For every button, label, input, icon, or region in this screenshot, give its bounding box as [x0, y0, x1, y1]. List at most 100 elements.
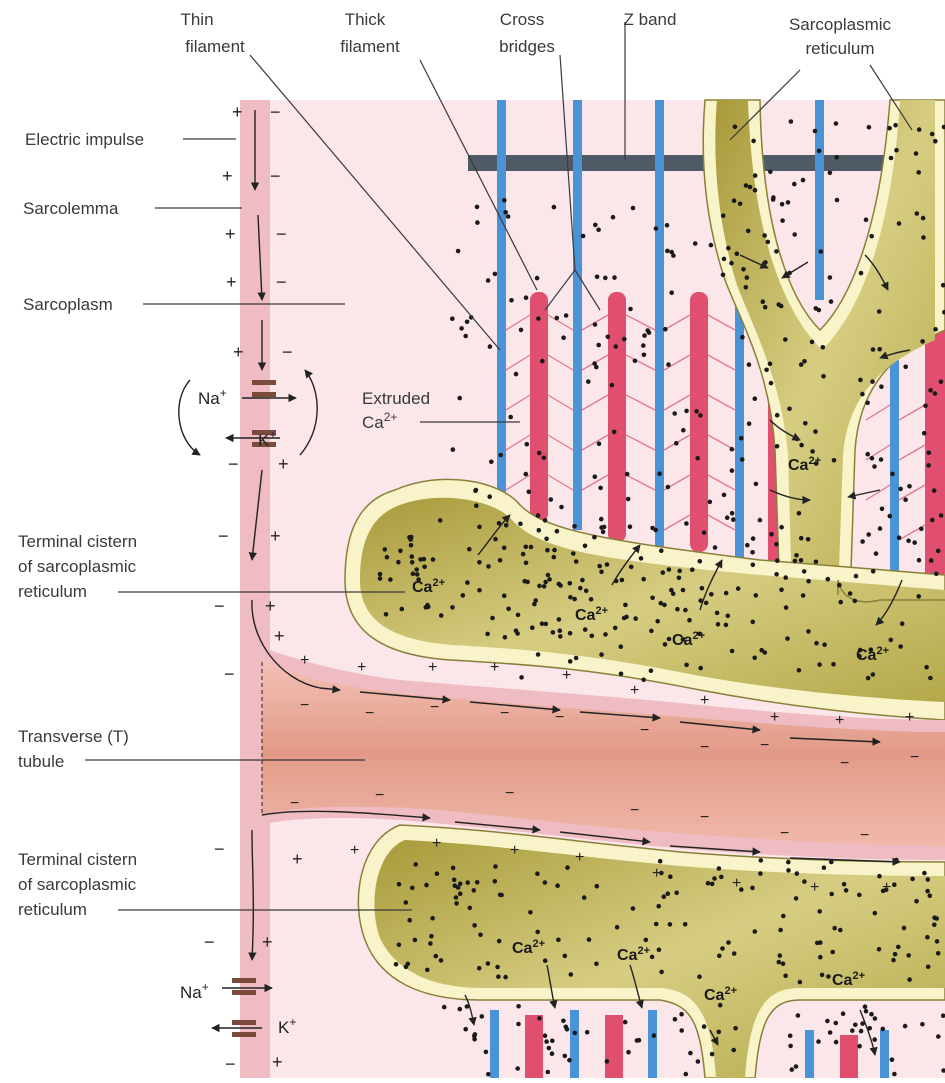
calcium-dot [775, 558, 780, 563]
calcium-dot [872, 1037, 877, 1042]
calcium-dot [890, 1057, 895, 1062]
calcium-dot [932, 923, 937, 928]
calcium-dot [473, 1032, 478, 1037]
calcium-dot [877, 874, 882, 879]
calcium-dot [813, 129, 818, 134]
calcium-dot [759, 858, 764, 863]
calcium-dot [748, 185, 753, 190]
calcium-dot [524, 472, 529, 477]
calcium-dot [662, 894, 667, 899]
calcium-dot [914, 151, 919, 156]
calcium-dot [454, 895, 459, 900]
calcium-dot [708, 500, 713, 505]
svg-text:+: + [562, 667, 571, 684]
calcium-dot [583, 544, 588, 549]
label-na-lower: Na+ [180, 980, 209, 1002]
calcium-dot [936, 1034, 941, 1039]
calcium-dot [625, 472, 630, 477]
svg-text:+: + [732, 875, 741, 892]
calcium-dot [866, 532, 871, 537]
calcium-dot [668, 874, 673, 879]
calcium-dot [894, 148, 899, 153]
calcium-dot [485, 632, 490, 637]
calcium-dot [431, 557, 436, 562]
label-sarcoplasmic-reticulum: Sarcoplasmic [789, 15, 892, 34]
calcium-dot [596, 228, 601, 233]
calcium-dot [853, 599, 858, 604]
svg-text:+: + [262, 932, 273, 952]
calcium-dot [396, 560, 401, 565]
calcium-dot [568, 595, 573, 600]
calcium-dot [758, 871, 763, 876]
calcium-dot [897, 221, 902, 226]
calcium-dot [568, 659, 573, 664]
svg-text:−: − [276, 224, 287, 244]
calcium-dot [751, 563, 756, 568]
calcium-dot [519, 675, 524, 680]
calcium-dot [558, 583, 563, 588]
calcium-dot [866, 676, 871, 681]
calcium-dot [816, 1039, 821, 1044]
calcium-dot [677, 569, 682, 574]
calcium-dot [475, 880, 480, 885]
calcium-dot [775, 413, 780, 418]
calcium-dot [542, 456, 547, 461]
svg-text:−: − [430, 699, 439, 716]
calcium-dot [410, 554, 415, 559]
calcium-dot [486, 564, 491, 569]
calcium-dot [592, 361, 597, 366]
calcium-dot [753, 929, 758, 934]
calcium-dot [721, 273, 726, 278]
calcium-dot [859, 271, 864, 276]
calcium-dot [581, 234, 586, 239]
calcium-dot [400, 607, 405, 612]
calcium-dot [898, 644, 903, 649]
calcium-dot [571, 551, 576, 556]
calcium-dot [450, 605, 455, 610]
calcium-dot [710, 1052, 715, 1057]
calcium-dot [473, 489, 478, 494]
calcium-dot [910, 877, 915, 882]
calcium-dot [732, 198, 737, 203]
calcium-dot [544, 622, 549, 627]
calcium-dot [628, 307, 633, 312]
calcium-dot [543, 880, 548, 885]
label-t-tubule-1: Transverse (T) [18, 727, 129, 746]
calcium-dot [564, 1025, 569, 1030]
calcium-dot [906, 953, 911, 958]
calcium-dot [430, 916, 435, 921]
calcium-dot [702, 1024, 707, 1029]
calcium-dot [799, 536, 804, 541]
calcium-dot [870, 456, 875, 461]
calcium-dot [698, 559, 703, 564]
calcium-dot [903, 1024, 908, 1029]
calcium-dot [536, 316, 541, 321]
calcium-dot [928, 388, 933, 393]
calcium-dot [654, 922, 659, 927]
calcium-dot [789, 119, 794, 124]
calcium-dot [778, 928, 783, 933]
calcium-dot [486, 1072, 491, 1077]
calcium-dot [688, 1051, 693, 1056]
svg-text:−: − [276, 272, 287, 292]
calcium-dot [569, 972, 574, 977]
calcium-dot [817, 662, 822, 667]
calcium-dot [747, 421, 752, 426]
calcium-dot [838, 600, 843, 605]
calcium-dot [776, 302, 781, 307]
calcium-dot [881, 1027, 886, 1032]
svg-text:−: − [290, 795, 299, 812]
calcium-dot [424, 883, 429, 888]
svg-text:+: + [700, 692, 709, 709]
calcium-dot [684, 409, 689, 414]
calcium-dot [649, 629, 654, 634]
calcium-dot [407, 918, 412, 923]
calcium-dot [864, 1009, 869, 1014]
calcium-dot [478, 933, 483, 938]
calcium-dot [661, 570, 666, 575]
calcium-dot [666, 485, 671, 490]
calcium-dot [730, 468, 735, 473]
calcium-dot [871, 672, 876, 677]
calcium-dot [601, 530, 606, 535]
